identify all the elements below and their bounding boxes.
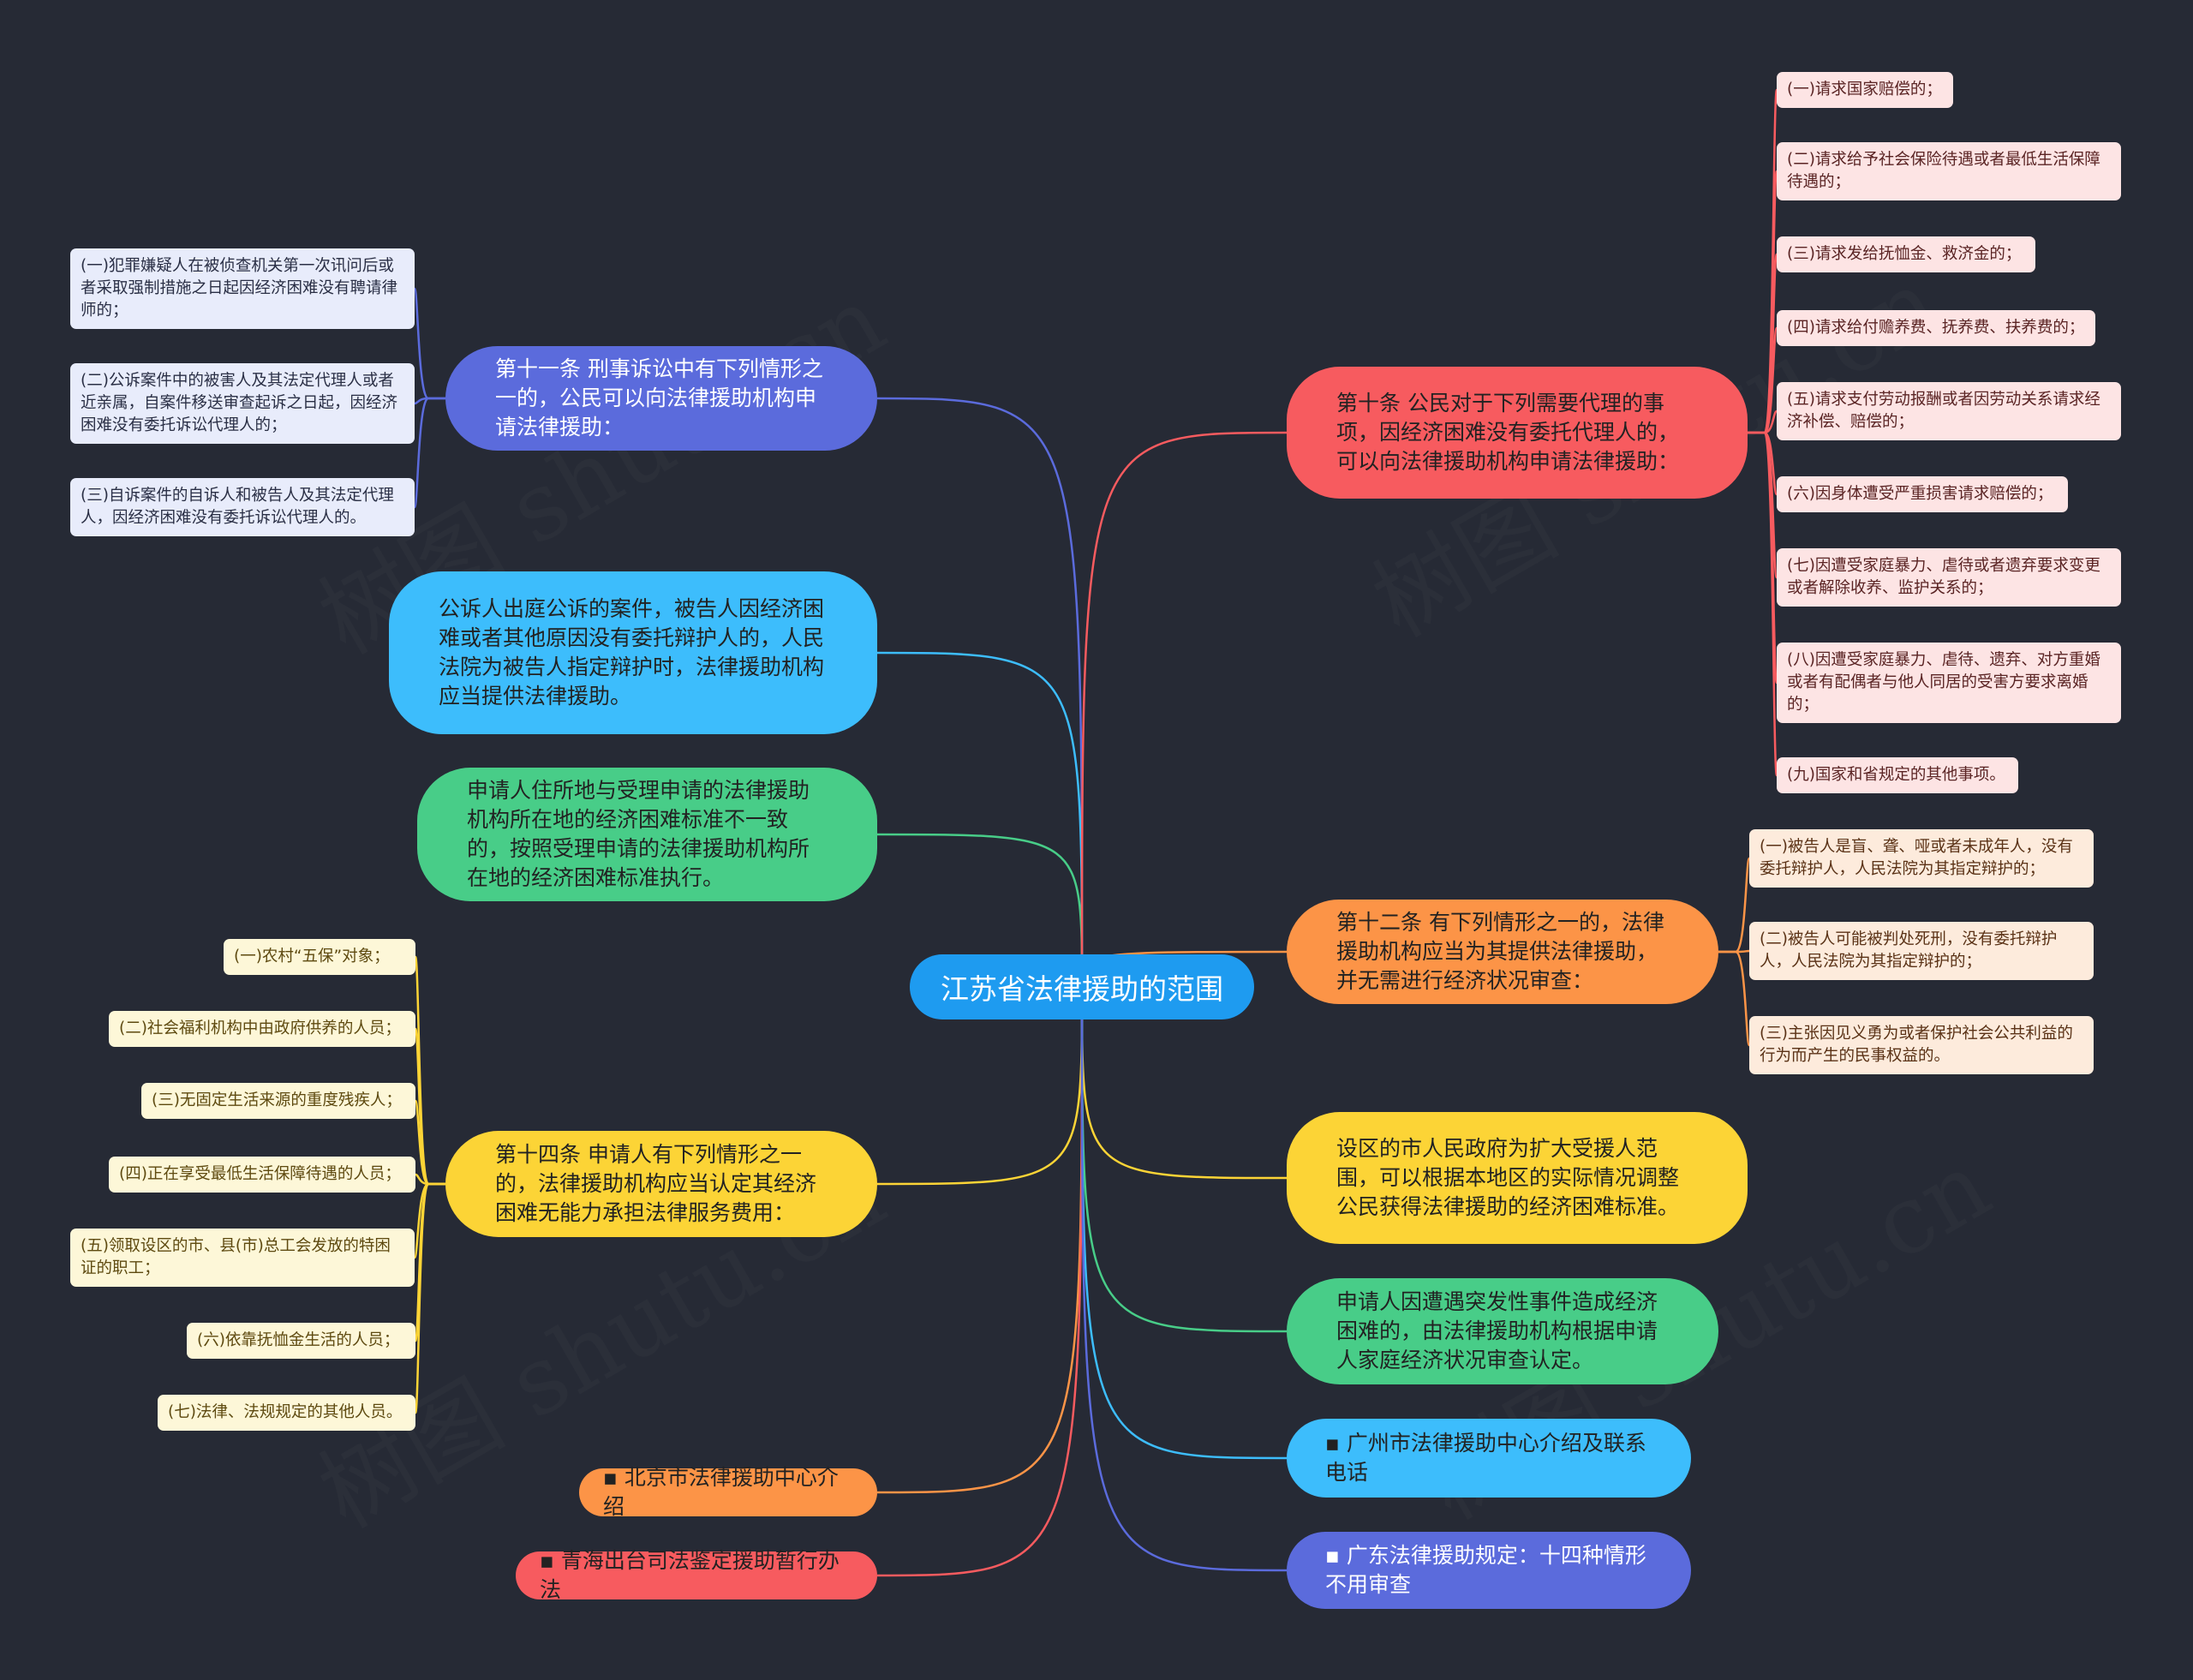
branch-connector	[1080, 986, 1288, 1333]
leaf-connector	[1748, 88, 1778, 434]
leaf-article-14-item[interactable]: (四)正在享受最低生活保障待遇的人员；	[109, 1157, 415, 1193]
leaf-article-14-item[interactable]: (七)法律、法规规定的其他人员。	[158, 1395, 415, 1431]
leaf-article-14-item[interactable]: (三)无固定生活来源的重度残疾人；	[141, 1083, 415, 1119]
leaf-article-10-item[interactable]: (三)请求发给抚恤金、救济金的；	[1777, 236, 2035, 272]
branch-article-11[interactable]: 第十一条 刑事诉讼中有下列情形之一的，公民可以向法律援助机构申请法律援助：	[445, 346, 877, 451]
leaf-connector	[414, 397, 445, 405]
leaf-connector	[413, 397, 445, 509]
link-qinghai-appraisal[interactable]: ▪ 青海出台司法鉴定援助暂行办法	[516, 1548, 877, 1602]
leaf-article-14-item[interactable]: (一)农村“五保”对象；	[224, 939, 415, 975]
branch-article-12[interactable]: 第十二条 有下列情形之一的，法律援助机构应当为其提供法律援助，并无需进行经济状况…	[1287, 900, 1718, 1004]
leaf-article-11-item[interactable]: (一)犯罪嫌疑人在被侦查机关第一次讯问后或者采取强制措施之日起因经济困难没有聘请…	[70, 248, 415, 329]
branch-public-prosecution[interactable]: 公诉人出庭公诉的案件，被告人因经济困难或者其他原因没有委托辩护人的，人民法院为被…	[389, 571, 877, 734]
leaf-article-10-item[interactable]: (四)请求给付赡养费、抚养费、扶养费的；	[1777, 310, 2095, 346]
leaf-connector	[1748, 431, 1778, 496]
leaf-article-14-item[interactable]: (五)领取设区的市、县(市)总工会发放的特困证的职工；	[70, 1229, 415, 1287]
leaf-article-10-item[interactable]: (九)国家和省规定的其他事项。	[1777, 757, 2018, 793]
leaf-connector	[1718, 949, 1750, 954]
branch-connector	[876, 986, 1084, 1494]
leaf-article-10-item[interactable]: (七)因遭受家庭暴力、虐待或者遗弃要求变更或者解除收养、监护关系的；	[1777, 548, 2121, 607]
branch-sudden-event[interactable]: 申请人因遭遇突发性事件造成经济困难的，由法律援助机构根据申请人家庭经济状况审查认…	[1287, 1278, 1718, 1384]
leaf-connector	[414, 1182, 445, 1414]
leaf-connector	[1748, 410, 1778, 434]
link-guangdong-rules[interactable]: ▪ 广东法律援助规定：十四种情形不用审查	[1287, 1532, 1691, 1609]
leaf-connector	[413, 287, 445, 400]
leaf-article-12-item[interactable]: (二)被告人可能被判处死刑，没有委托辩护人，人民法院为其指定辩护的；	[1749, 922, 2094, 980]
branch-article-10[interactable]: 第十条 公民对于下列需要代理的事项，因经济困难没有委托代理人的，可以向法律援助机…	[1287, 367, 1748, 499]
leaf-article-10-item[interactable]: (五)请求支付劳动报酬或者因劳动关系请求经济补偿、赔偿的；	[1777, 382, 2121, 440]
root-topic[interactable]: 江苏省法律援助的范围	[910, 954, 1254, 1019]
leaf-connector	[414, 955, 445, 1186]
branch-hardship-standard[interactable]: 申请人住所地与受理申请的法律援助机构所在地的经济困难标准不一致的，按照受理申请的…	[417, 768, 877, 901]
leaf-connector	[1748, 431, 1778, 579]
branch-city-government[interactable]: 设区的市人民政府为扩大受援人范围，可以根据本地区的实际情况调整公民获得法律援助的…	[1287, 1112, 1748, 1244]
branch-connector	[876, 986, 1084, 1577]
leaf-connector	[1718, 950, 1751, 1047]
branch-connector	[1080, 986, 1288, 1572]
leaf-article-11-item[interactable]: (二)公诉案件中的被害人及其法定代理人或者近亲属，自案件移送审查起诉之日起，因经…	[70, 363, 415, 444]
leaf-connector	[414, 1182, 445, 1342]
leaf-article-14-item[interactable]: (六)依靠抚恤金生活的人员；	[187, 1323, 415, 1359]
leaf-connector	[1718, 857, 1751, 954]
branch-article-14[interactable]: 第十四条 申请人有下列情形之一的，法律援助机构应当认定其经济困难无能力承担法律服…	[445, 1131, 877, 1237]
branch-connector	[1080, 986, 1288, 1460]
link-beijing-center[interactable]: ▪ 北京市法律援助中心介绍	[579, 1465, 877, 1519]
branch-connector	[1080, 431, 1288, 988]
leaf-connector	[414, 1099, 445, 1186]
leaf-article-12-item[interactable]: (三)主张因见义勇为或者保护社会公共利益的行为而产生的民事权益的。	[1749, 1016, 2094, 1074]
leaf-article-10-item[interactable]: (六)因身体遭受严重损害请求赔偿的；	[1777, 476, 2068, 512]
leaf-article-14-item[interactable]: (二)社会福利机构中由政府供养的人员；	[109, 1011, 415, 1047]
leaf-connector	[414, 1027, 445, 1186]
branch-connector	[876, 397, 1084, 988]
branch-connector	[876, 651, 1084, 988]
leaf-article-10-item[interactable]: (二)请求给予社会保险待遇或者最低生活保障待遇的；	[1777, 142, 2121, 200]
leaf-connector	[1748, 326, 1778, 434]
leaf-article-12-item[interactable]: (一)被告人是盲、聋、哑或者未成年人，没有委托辩护人，人民法院为其指定辩护的；	[1749, 829, 2094, 888]
leaf-connector	[413, 1182, 445, 1259]
leaf-article-11-item[interactable]: (三)自诉案件的自诉人和被告人及其法定代理人，因经济困难没有委托诉讼代理人的。	[70, 478, 415, 536]
leaf-connector	[415, 1173, 445, 1186]
leaf-connector	[1748, 431, 1778, 685]
leaf-connector	[1748, 170, 1778, 434]
link-guangzhou-center[interactable]: ▪ 广州市法律援助中心介绍及联系电话	[1287, 1419, 1691, 1498]
leaf-connector	[1748, 431, 1778, 777]
leaf-connector	[1748, 253, 1778, 434]
leaf-article-10-item[interactable]: (一)请求国家赔偿的；	[1777, 72, 1953, 108]
leaf-article-10-item[interactable]: (八)因遭受家庭暴力、虐待、遗弃、对方重婚或者有配偶者与他人同居的受害方要求离婚…	[1777, 643, 2121, 723]
